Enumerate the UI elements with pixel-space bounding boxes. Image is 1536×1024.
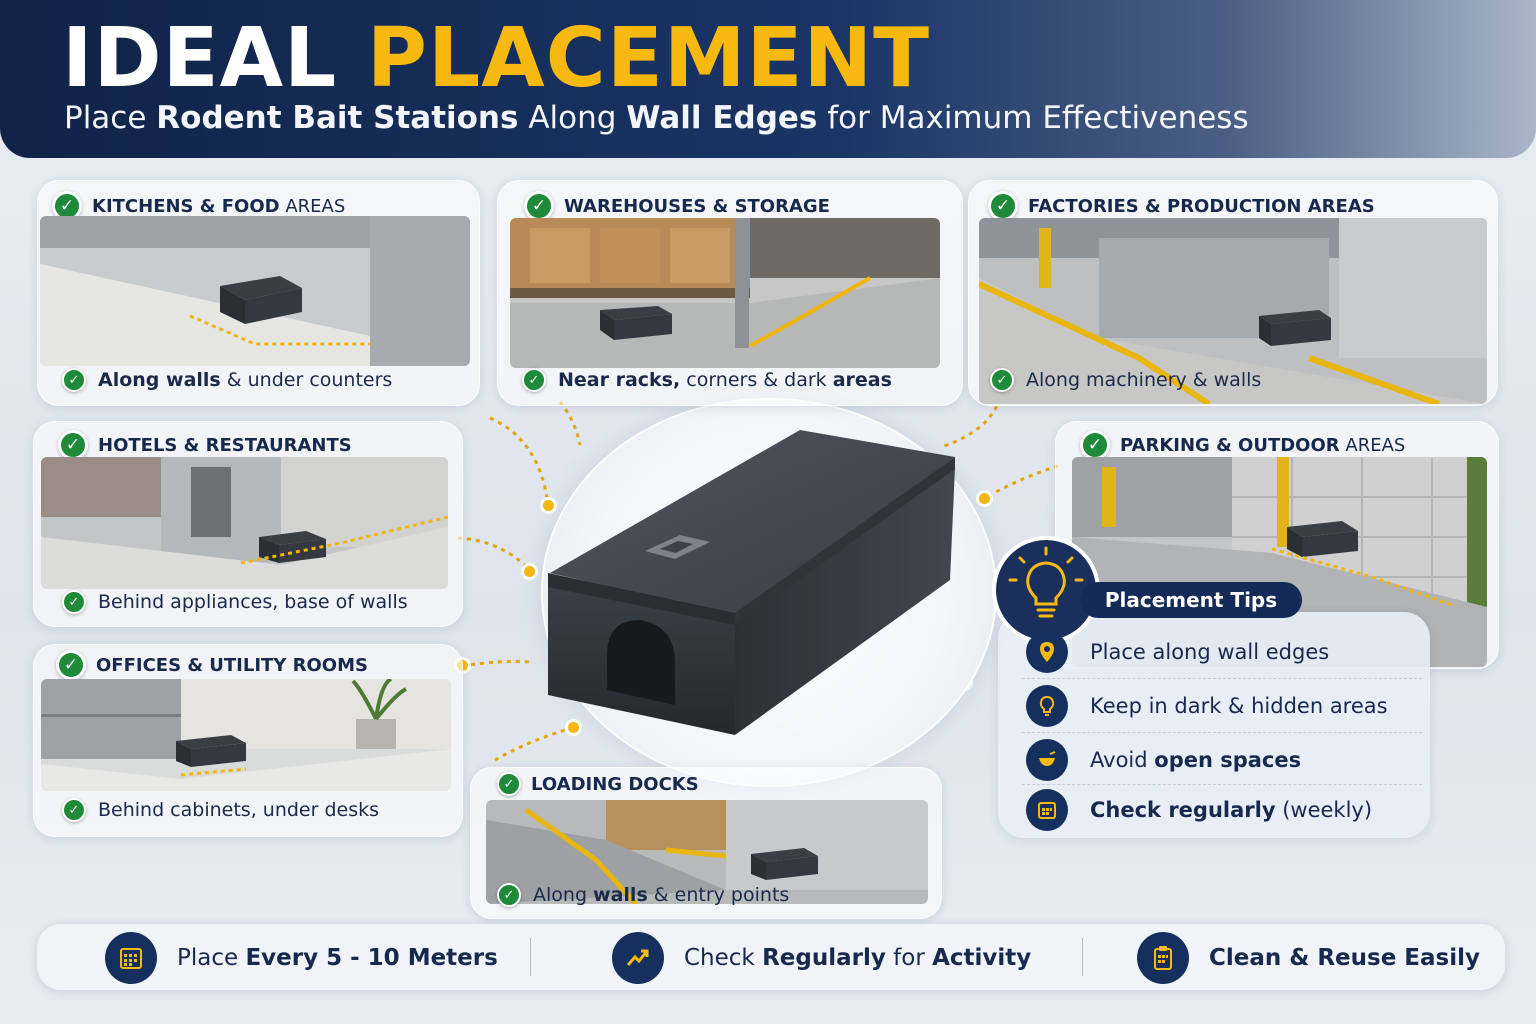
card-warehouses-title: ✓ WAREHOUSES & STORAGE bbox=[524, 191, 830, 221]
placement-tips-panel bbox=[998, 612, 1430, 838]
placement-tips-badge: Placement Tips bbox=[1080, 582, 1302, 618]
card-hotels-title: ✓ HOTELS & RESTAURANTS bbox=[58, 430, 352, 460]
office-photo bbox=[41, 679, 451, 791]
connector-dot bbox=[524, 566, 535, 577]
check-icon: ✓ bbox=[988, 191, 1018, 221]
clipboard-icon bbox=[1137, 932, 1189, 984]
connector-dot bbox=[568, 722, 579, 733]
card-factories-title: ✓ FACTORIES & PRODUCTION AREAS bbox=[988, 191, 1375, 221]
page-title: IDEAL PLACEMENT bbox=[62, 11, 931, 106]
check-icon: ✓ bbox=[62, 590, 86, 614]
factory-photo bbox=[979, 218, 1487, 404]
card-offices-caption: ✓ Behind cabinets, under desks bbox=[62, 798, 379, 822]
lightbulb-icon bbox=[1026, 685, 1068, 727]
header-banner: IDEAL PLACEMENT Place Rodent Bait Statio… bbox=[0, 0, 1536, 158]
bulb-circle bbox=[996, 540, 1096, 640]
connector-dot bbox=[979, 493, 990, 504]
bottom-bar bbox=[37, 924, 1505, 990]
check-icon: ✓ bbox=[497, 883, 521, 907]
bottom-divider bbox=[530, 938, 531, 976]
check-icon: ✓ bbox=[62, 798, 86, 822]
location-pin-icon bbox=[1026, 631, 1068, 673]
tip-item: Keep in dark & hidden areas bbox=[1026, 680, 1426, 732]
check-icon: ✓ bbox=[62, 368, 86, 392]
calendar-grid-icon bbox=[105, 932, 157, 984]
card-loading-docks-title: ✓ LOADING DOCKS bbox=[497, 772, 699, 796]
check-icon: ✓ bbox=[990, 368, 1014, 392]
check-icon: ✓ bbox=[524, 191, 554, 221]
card-hotels-caption: ✓ Behind appliances, base of walls bbox=[62, 590, 408, 614]
tip-divider bbox=[1022, 678, 1422, 679]
tip-divider bbox=[1022, 732, 1422, 733]
card-factories-caption: ✓ Along machinery & walls bbox=[990, 368, 1261, 392]
bottom-item-activity: Check Regularly for Activity bbox=[612, 932, 1031, 984]
bait-station-image bbox=[548, 430, 955, 735]
no-open-space-icon bbox=[1026, 739, 1068, 781]
connector-dot bbox=[543, 500, 554, 511]
calendar-icon bbox=[1026, 789, 1068, 831]
check-icon: ✓ bbox=[58, 430, 88, 460]
page-subtitle: Place Rodent Bait Stations Along Wall Ed… bbox=[64, 100, 1249, 136]
check-icon: ✓ bbox=[56, 650, 86, 680]
card-offices-title: ✓ OFFICES & UTILITY ROOMS bbox=[56, 650, 368, 680]
card-kitchens-caption: ✓ Along walls & under counters bbox=[62, 368, 392, 392]
trend-arrow-icon bbox=[612, 932, 664, 984]
check-icon: ✓ bbox=[1080, 430, 1110, 460]
bottom-item-spacing: Place Every 5 - 10 Meters bbox=[105, 932, 498, 984]
check-icon: ✓ bbox=[522, 368, 546, 392]
tip-item: Check regularly (weekly) bbox=[1026, 784, 1426, 836]
lightbulb-icon bbox=[1008, 546, 1084, 618]
tip-item: Place along wall edges bbox=[1026, 626, 1426, 678]
kitchen-photo bbox=[40, 216, 470, 366]
card-loading-docks-caption: ✓ Along walls & entry points bbox=[497, 883, 789, 907]
warehouse-photo bbox=[510, 218, 940, 368]
bottom-item-clean: Clean & Reuse Easily bbox=[1137, 932, 1480, 984]
card-parking-title: ✓ PARKING & OUTDOOR AREAS bbox=[1080, 430, 1405, 460]
card-warehouses-caption: ✓ Near racks, corners & dark areas bbox=[522, 368, 892, 392]
tip-divider bbox=[1022, 784, 1422, 785]
bottom-divider bbox=[1082, 938, 1083, 976]
check-icon: ✓ bbox=[497, 772, 521, 796]
hotel-photo bbox=[41, 457, 448, 589]
tip-item: Avoid open spaces bbox=[1026, 734, 1426, 786]
loading-dock-photo bbox=[486, 800, 928, 904]
